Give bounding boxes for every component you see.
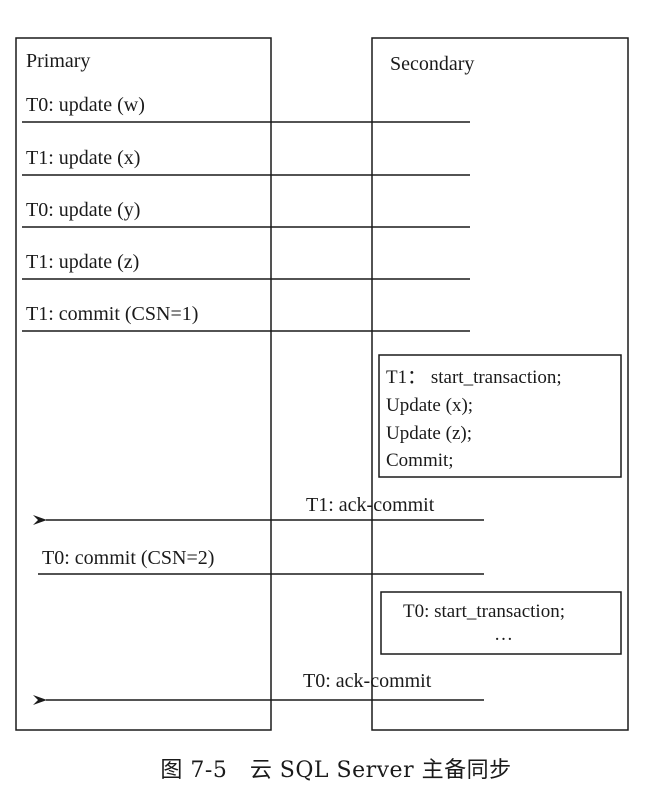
ack-commit-t0-label: T0: ack-commit bbox=[303, 670, 432, 692]
figure-title: 云 SQL Server 主备同步 bbox=[249, 758, 512, 783]
log-entry: T1: commit (CSN=1) bbox=[26, 303, 198, 325]
log-entry: T1: update (z) bbox=[26, 251, 139, 273]
ack-commit-t1-label: T1: ack-commit bbox=[306, 494, 435, 516]
figure-number: 图 7-5 bbox=[160, 758, 228, 783]
primary-title: Primary bbox=[26, 50, 90, 72]
replay-box-t0 bbox=[380, 591, 622, 655]
replay-line: … bbox=[494, 624, 513, 645]
secondary-title: Secondary bbox=[390, 53, 474, 75]
replay-line: T1： start_transaction; bbox=[386, 367, 562, 388]
replay-line: T0: start_transaction; bbox=[403, 601, 565, 622]
log-entry: T0: update (w) bbox=[26, 94, 145, 116]
log-entry: T1: update (x) bbox=[26, 147, 140, 169]
figure-caption: 图 7-5 云 SQL Server 主备同步 bbox=[0, 752, 672, 784]
primary-column bbox=[15, 37, 272, 731]
secondary-column bbox=[371, 37, 629, 731]
replay-line: Commit; bbox=[386, 450, 454, 471]
replay-box-t1 bbox=[378, 354, 622, 478]
log-entry: T0: update (y) bbox=[26, 199, 140, 221]
replay-line: Update (z); bbox=[386, 423, 472, 444]
commit-t0-label: T0: commit (CSN=2) bbox=[42, 547, 214, 569]
replay-line: Update (x); bbox=[386, 395, 473, 416]
